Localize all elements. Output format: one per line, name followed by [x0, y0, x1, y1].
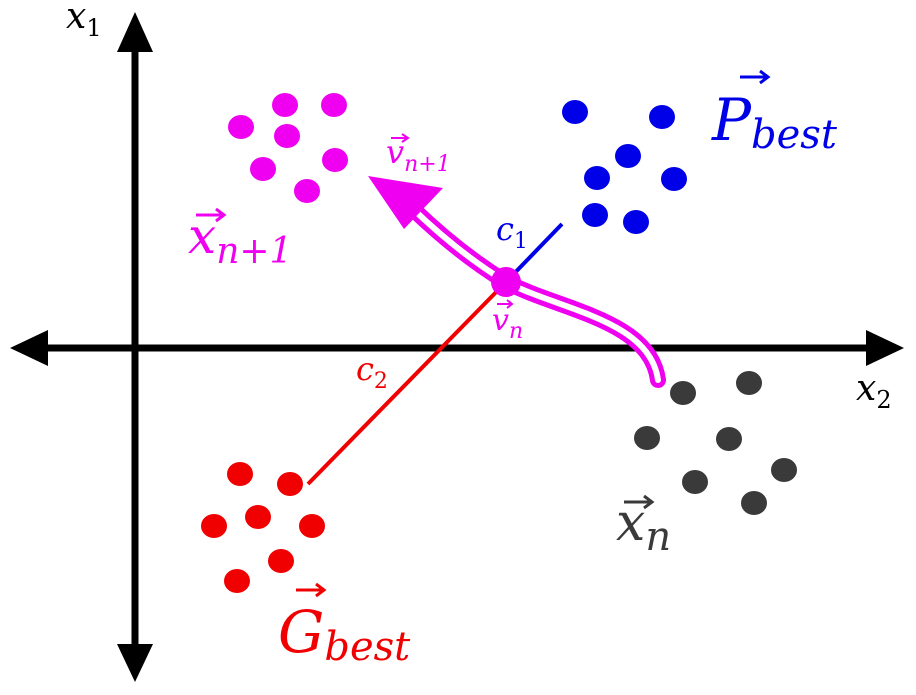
x-next-point [322, 148, 348, 172]
x-axis-arrow-right [866, 330, 904, 366]
x-n-point [634, 426, 660, 450]
label-c1: c1 [496, 210, 528, 254]
y-axis-label: x1 [66, 0, 102, 42]
current-position-point [491, 267, 521, 297]
velocity-path [404, 200, 666, 388]
x-next-point [321, 93, 347, 117]
label-p-best: Pbest [711, 69, 838, 158]
p-best-point [584, 166, 610, 190]
p-best-point [661, 167, 687, 191]
y-axis-arrow-top [117, 12, 153, 52]
label-c2: c2 [356, 350, 388, 394]
svg-text:vn: vn [492, 303, 523, 344]
vector-arrow-icon [740, 69, 771, 85]
x-n-point [682, 470, 708, 494]
x-next-point [274, 124, 300, 148]
g-best-point [227, 462, 253, 486]
g-best-point [268, 549, 294, 573]
g-best-point [299, 514, 325, 538]
g-best-point [277, 472, 303, 496]
p-best-point [623, 210, 649, 234]
g-best-point [201, 514, 227, 538]
g-best-point [224, 569, 250, 593]
x-next-point [272, 93, 298, 117]
label-x-n: xn [616, 493, 671, 560]
vector-arrow-icon [497, 299, 514, 309]
svg-text:Gbest: Gbest [278, 598, 411, 670]
x-next-point [250, 157, 276, 181]
x-next-point [228, 115, 254, 139]
x-axis-arrow-left [10, 330, 48, 366]
vector-arrow-icon [196, 207, 227, 223]
x-n-point [670, 381, 696, 405]
x-n-point [736, 371, 762, 395]
cluster-x-next [228, 93, 348, 203]
x-n-point [771, 458, 797, 482]
label-g-best: Gbest [278, 582, 411, 670]
y-axis-arrow-bottom [117, 644, 153, 682]
vector-arrow-icon [391, 133, 410, 143]
label-x-next: xn+1 [188, 207, 292, 272]
g-best-point [245, 505, 271, 529]
svg-text:Pbest: Pbest [711, 86, 838, 158]
label-v-n: vn [492, 299, 523, 344]
vector-arrow-icon [296, 582, 327, 598]
x-n-point [741, 491, 767, 515]
svg-text:xn: xn [616, 493, 671, 560]
x-n-point [716, 427, 742, 451]
cluster-g-best [201, 462, 325, 593]
p-best-point [582, 203, 608, 227]
cluster-p-best [562, 100, 687, 234]
p-best-point [562, 100, 588, 124]
svg-text:vn+1: vn+1 [386, 133, 451, 177]
axes [10, 12, 904, 682]
label-v-next: vn+1 [386, 133, 451, 177]
svg-text:xn+1: xn+1 [188, 207, 292, 272]
velocity-arrowhead [368, 176, 443, 229]
c2-line [306, 280, 508, 486]
p-best-point [615, 144, 641, 168]
cluster-x-n [634, 371, 797, 515]
vector-arrow-icon [624, 494, 655, 510]
p-best-point [649, 105, 675, 129]
x-axis-label: x2 [856, 368, 892, 414]
x-next-point [294, 179, 320, 203]
